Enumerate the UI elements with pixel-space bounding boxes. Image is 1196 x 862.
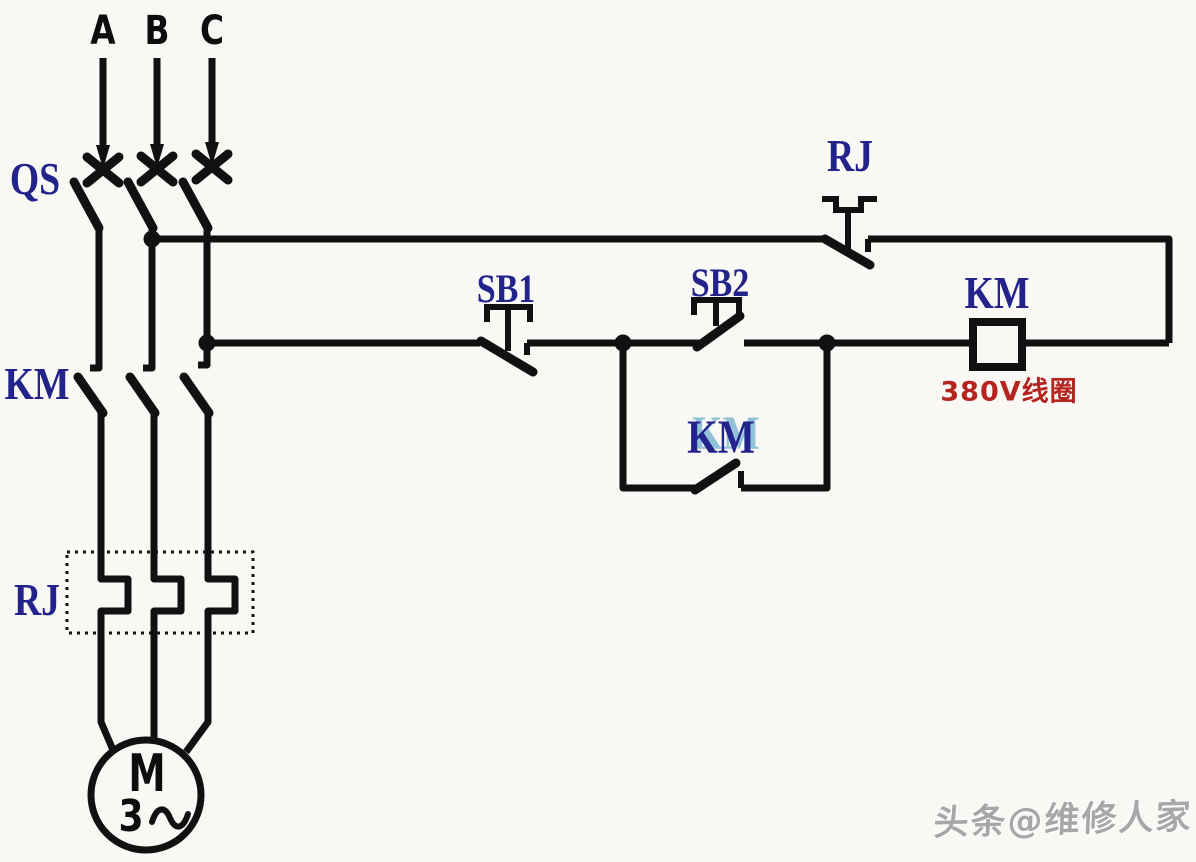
junction-dot-sb1-sb2 [614, 334, 632, 352]
feeder-a-wire [90, 228, 103, 372]
sb2-no-blade-icon [692, 311, 745, 352]
km-main-blade-c-icon [179, 372, 214, 418]
heater-b-and-motor-lead-wire [150, 413, 185, 741]
heater-c-and-motor-lead-wire [183, 413, 239, 755]
sb2-actuator-bar-icon [691, 297, 742, 315]
start-button-label: SB2 [690, 260, 750, 305]
phase-b-label: B [144, 8, 170, 54]
rj-trip-bracket-icon [822, 196, 877, 213]
qs-blade-a-icon [69, 177, 104, 233]
km-aux-no-blade-icon [690, 458, 741, 495]
rj-contact-blade-icon [820, 234, 875, 270]
contactor-main-km [73, 372, 214, 418]
watermark-text: 头条@维修人家 [932, 797, 1194, 844]
qs-blade-b-icon [123, 177, 158, 233]
thermal-heater-label: RJ [13, 574, 61, 625]
thermal-contact-label: RJ [826, 130, 874, 181]
sine-wave-icon [149, 806, 191, 830]
contactor-coil-label: KM [964, 267, 1030, 318]
phase-a-incoming [82, 58, 124, 188]
motor-phase-count-label: 3 [118, 791, 144, 842]
heater-a-and-motor-lead-wire [97, 413, 132, 752]
thermal-relay-dashed-box [65, 550, 255, 635]
junction-dot-phase-c [198, 334, 216, 352]
phase-b-x-terminal-icon [136, 151, 178, 187]
phase-c-arrow-icon [205, 142, 219, 166]
phase-b-arrow-icon [150, 144, 164, 168]
coil-voltage-note: 380V线圈 [940, 376, 1078, 408]
phase-c-x-terminal-icon [191, 149, 233, 185]
stop-button-label: SB1 [476, 266, 536, 311]
aux-branch-right-wire [741, 343, 831, 492]
phase-a-arrow-icon [96, 145, 110, 169]
aux-branch-left-wire [619, 343, 697, 492]
start-button-sb2 [691, 297, 745, 352]
contactor-aux-label: KM [687, 411, 755, 464]
contactor-aux-branch [619, 343, 831, 495]
phase-c-incoming [191, 58, 233, 185]
phase-b-incoming [136, 58, 178, 187]
control-rail-top-right-wire [868, 235, 1173, 343]
phase-a-x-terminal-icon [82, 152, 124, 188]
km-main-blade-b-icon [125, 372, 160, 418]
motor-letter-label: M [128, 744, 166, 804]
qs-blade-c-icon [178, 177, 213, 233]
stop-button-sb1 [476, 304, 538, 377]
sb1-nc-blade-icon [476, 336, 538, 377]
phase-c-label: C [199, 8, 225, 54]
motor-circle-icon [87, 736, 205, 854]
disconnect-switch-qs [69, 177, 213, 233]
feeder-c-wire [198, 228, 211, 369]
phase-a-label: A [90, 8, 116, 54]
sb1-actuator-bar-icon [484, 304, 533, 322]
feeder-b-wire [143, 228, 156, 372]
disconnect-switch-label: QS [9, 153, 61, 204]
thermal-relay-contact-rj [820, 196, 877, 270]
contactor-coil-box-icon [969, 318, 1026, 371]
junction-dot-phase-b [143, 230, 161, 248]
km-main-blade-a-icon [73, 372, 108, 418]
junction-dot-aux-right [818, 334, 836, 352]
contactor-main-label: KM [4, 358, 70, 409]
